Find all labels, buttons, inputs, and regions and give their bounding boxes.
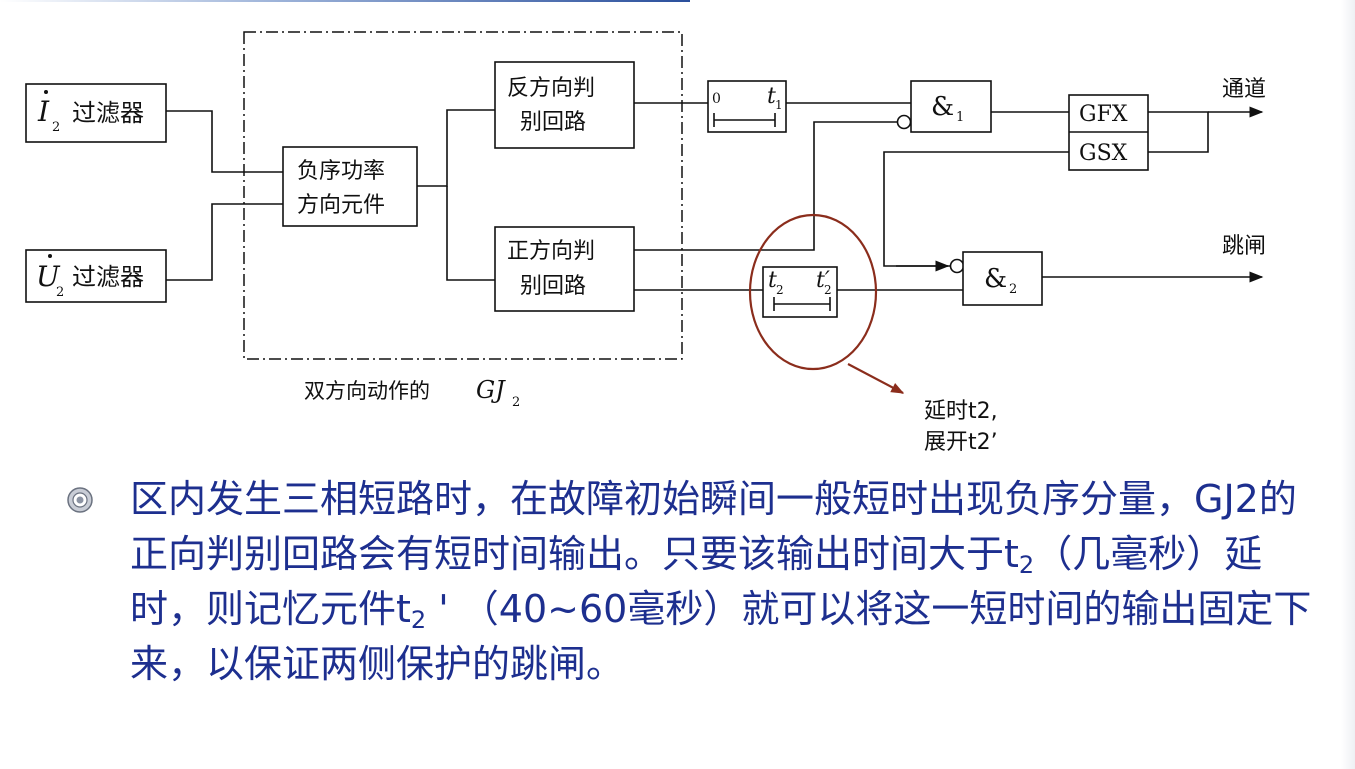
filter-i2-block: I 2 过滤器 — [25, 83, 167, 143]
svg-text:0: 0 — [712, 91, 721, 107]
i2-phasor-dot — [44, 90, 48, 94]
and-gate-2: & 2 — [962, 251, 1043, 306]
round-ornament-icon — [67, 487, 93, 513]
delay-annotation: 延时t2, 展开t2’ — [924, 396, 998, 458]
protection-logic-diagram: I 2 过滤器 U 2 过滤器 负序功率 方向元件 反方向判 别回路 正方向判 … — [25, 31, 1266, 410]
gfx-label: GFX — [1079, 102, 1128, 127]
svg-text:2: 2 — [776, 283, 784, 297]
svg-text:正方向判: 正方向判 — [507, 239, 595, 264]
svg-text:t′: t′ — [816, 268, 830, 293]
and1-inverting-input — [896, 114, 912, 130]
bullet-text: 区内发生三相短路时，在故障初始瞬间一般短时出现负序分量，GJ2的正向判别回路会有… — [130, 477, 1312, 686]
gsx-label: GSX — [1079, 141, 1128, 166]
svg-text:2: 2 — [52, 120, 60, 135]
svg-text:GJ: GJ — [476, 376, 506, 404]
svg-text:方向元件: 方向元件 — [297, 193, 385, 218]
svg-text:2: 2 — [1009, 282, 1017, 297]
svg-text:2: 2 — [512, 395, 520, 410]
right-edge-shade — [1341, 0, 1355, 769]
output-channel-label: 通道 — [1222, 77, 1266, 102]
timer-t1: 0 t 1 — [707, 80, 787, 133]
signal-wires — [166, 102, 1209, 291]
gj2-boundary — [243, 31, 683, 360]
svg-text:别回路: 别回路 — [520, 110, 586, 135]
svg-text:2: 2 — [824, 283, 832, 297]
gfx-gsx-block: GFX GSX — [1068, 94, 1149, 171]
svg-text:1: 1 — [956, 110, 964, 125]
timer-t2: t 2 t′ 2 — [762, 266, 838, 318]
svg-text:别回路: 别回路 — [520, 274, 586, 299]
reverse-direction-circuit: 反方向判 别回路 — [494, 61, 635, 149]
svg-text:&: & — [984, 264, 1007, 294]
svg-text:双方向动作的: 双方向动作的 — [304, 379, 430, 403]
i2-symbol: I — [37, 95, 50, 128]
output-trip-label: 跳闸 — [1222, 234, 1266, 259]
forward-direction-circuit: 正方向判 别回路 — [494, 226, 635, 312]
svg-text:过滤器: 过滤器 — [72, 263, 144, 291]
svg-text:反方向判: 反方向判 — [507, 76, 595, 101]
svg-text:负序功率: 负序功率 — [297, 159, 385, 184]
gj2-caption: 双方向动作的 GJ 2 — [304, 376, 520, 410]
u2-symbol: U — [36, 260, 61, 293]
highlight-arrow — [847, 363, 905, 394]
svg-text:t: t — [767, 84, 776, 109]
header-accent-line — [0, 0, 690, 2]
and2-inverting-input — [949, 258, 965, 274]
svg-text:1: 1 — [775, 98, 783, 112]
svg-text:&: & — [931, 92, 954, 122]
u2-phasor-dot — [48, 254, 52, 258]
filter-u2-block: U 2 过滤器 — [25, 249, 167, 303]
highlight-ellipse — [748, 213, 878, 371]
and-gate-1: & 1 — [910, 80, 992, 133]
negative-sequence-direction-element: 负序功率 方向元件 — [282, 146, 418, 227]
explanation-bullet: 区内发生三相短路时，在故障初始瞬间一般短时出现负序分量，GJ2的正向判别回路会有… — [66, 472, 1316, 692]
annotation-line-2: 展开t2’ — [924, 430, 998, 455]
svg-text:2: 2 — [56, 285, 64, 300]
svg-text:过滤器: 过滤器 — [72, 99, 144, 127]
output-arrows — [896, 106, 1264, 283]
svg-text:t: t — [768, 268, 777, 293]
annotation-line-1: 延时t2, — [924, 399, 998, 424]
